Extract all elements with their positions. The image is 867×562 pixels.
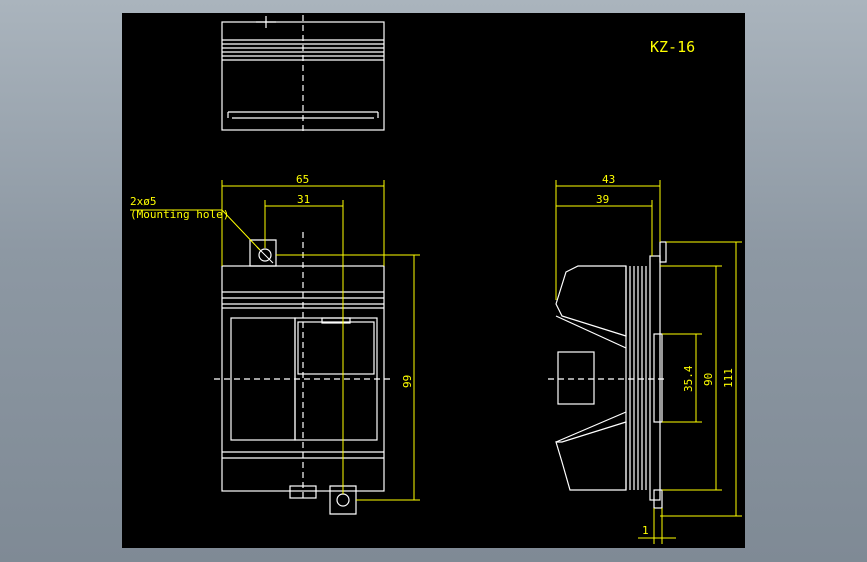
dim-hole-spacing: 31 [297,193,310,206]
dim-offset: 1 [642,524,649,537]
drawing-sheet [122,13,745,548]
front-view [214,232,392,515]
dim-rail-width: 35.4 [682,365,695,392]
dim-total-height: 111 [722,368,735,388]
hole-spec-label: 2xø5 [130,195,157,208]
mounting-hole-bottom [336,493,350,507]
dim-body-depth: 39 [596,193,609,206]
mounting-hole-top [258,248,272,262]
hole-note-label: (Mounting hole) [130,208,229,221]
front-dimensions [130,180,420,501]
side-view [548,241,667,509]
dim-overall-depth: 43 [602,173,615,186]
dim-overall-height: 99 [401,375,414,388]
top-view [221,15,385,135]
dim-overall-width: 65 [296,173,309,186]
side-dimensions [555,180,742,544]
dim-body-height: 90 [702,373,715,386]
model-label: KZ-16 [650,38,695,56]
